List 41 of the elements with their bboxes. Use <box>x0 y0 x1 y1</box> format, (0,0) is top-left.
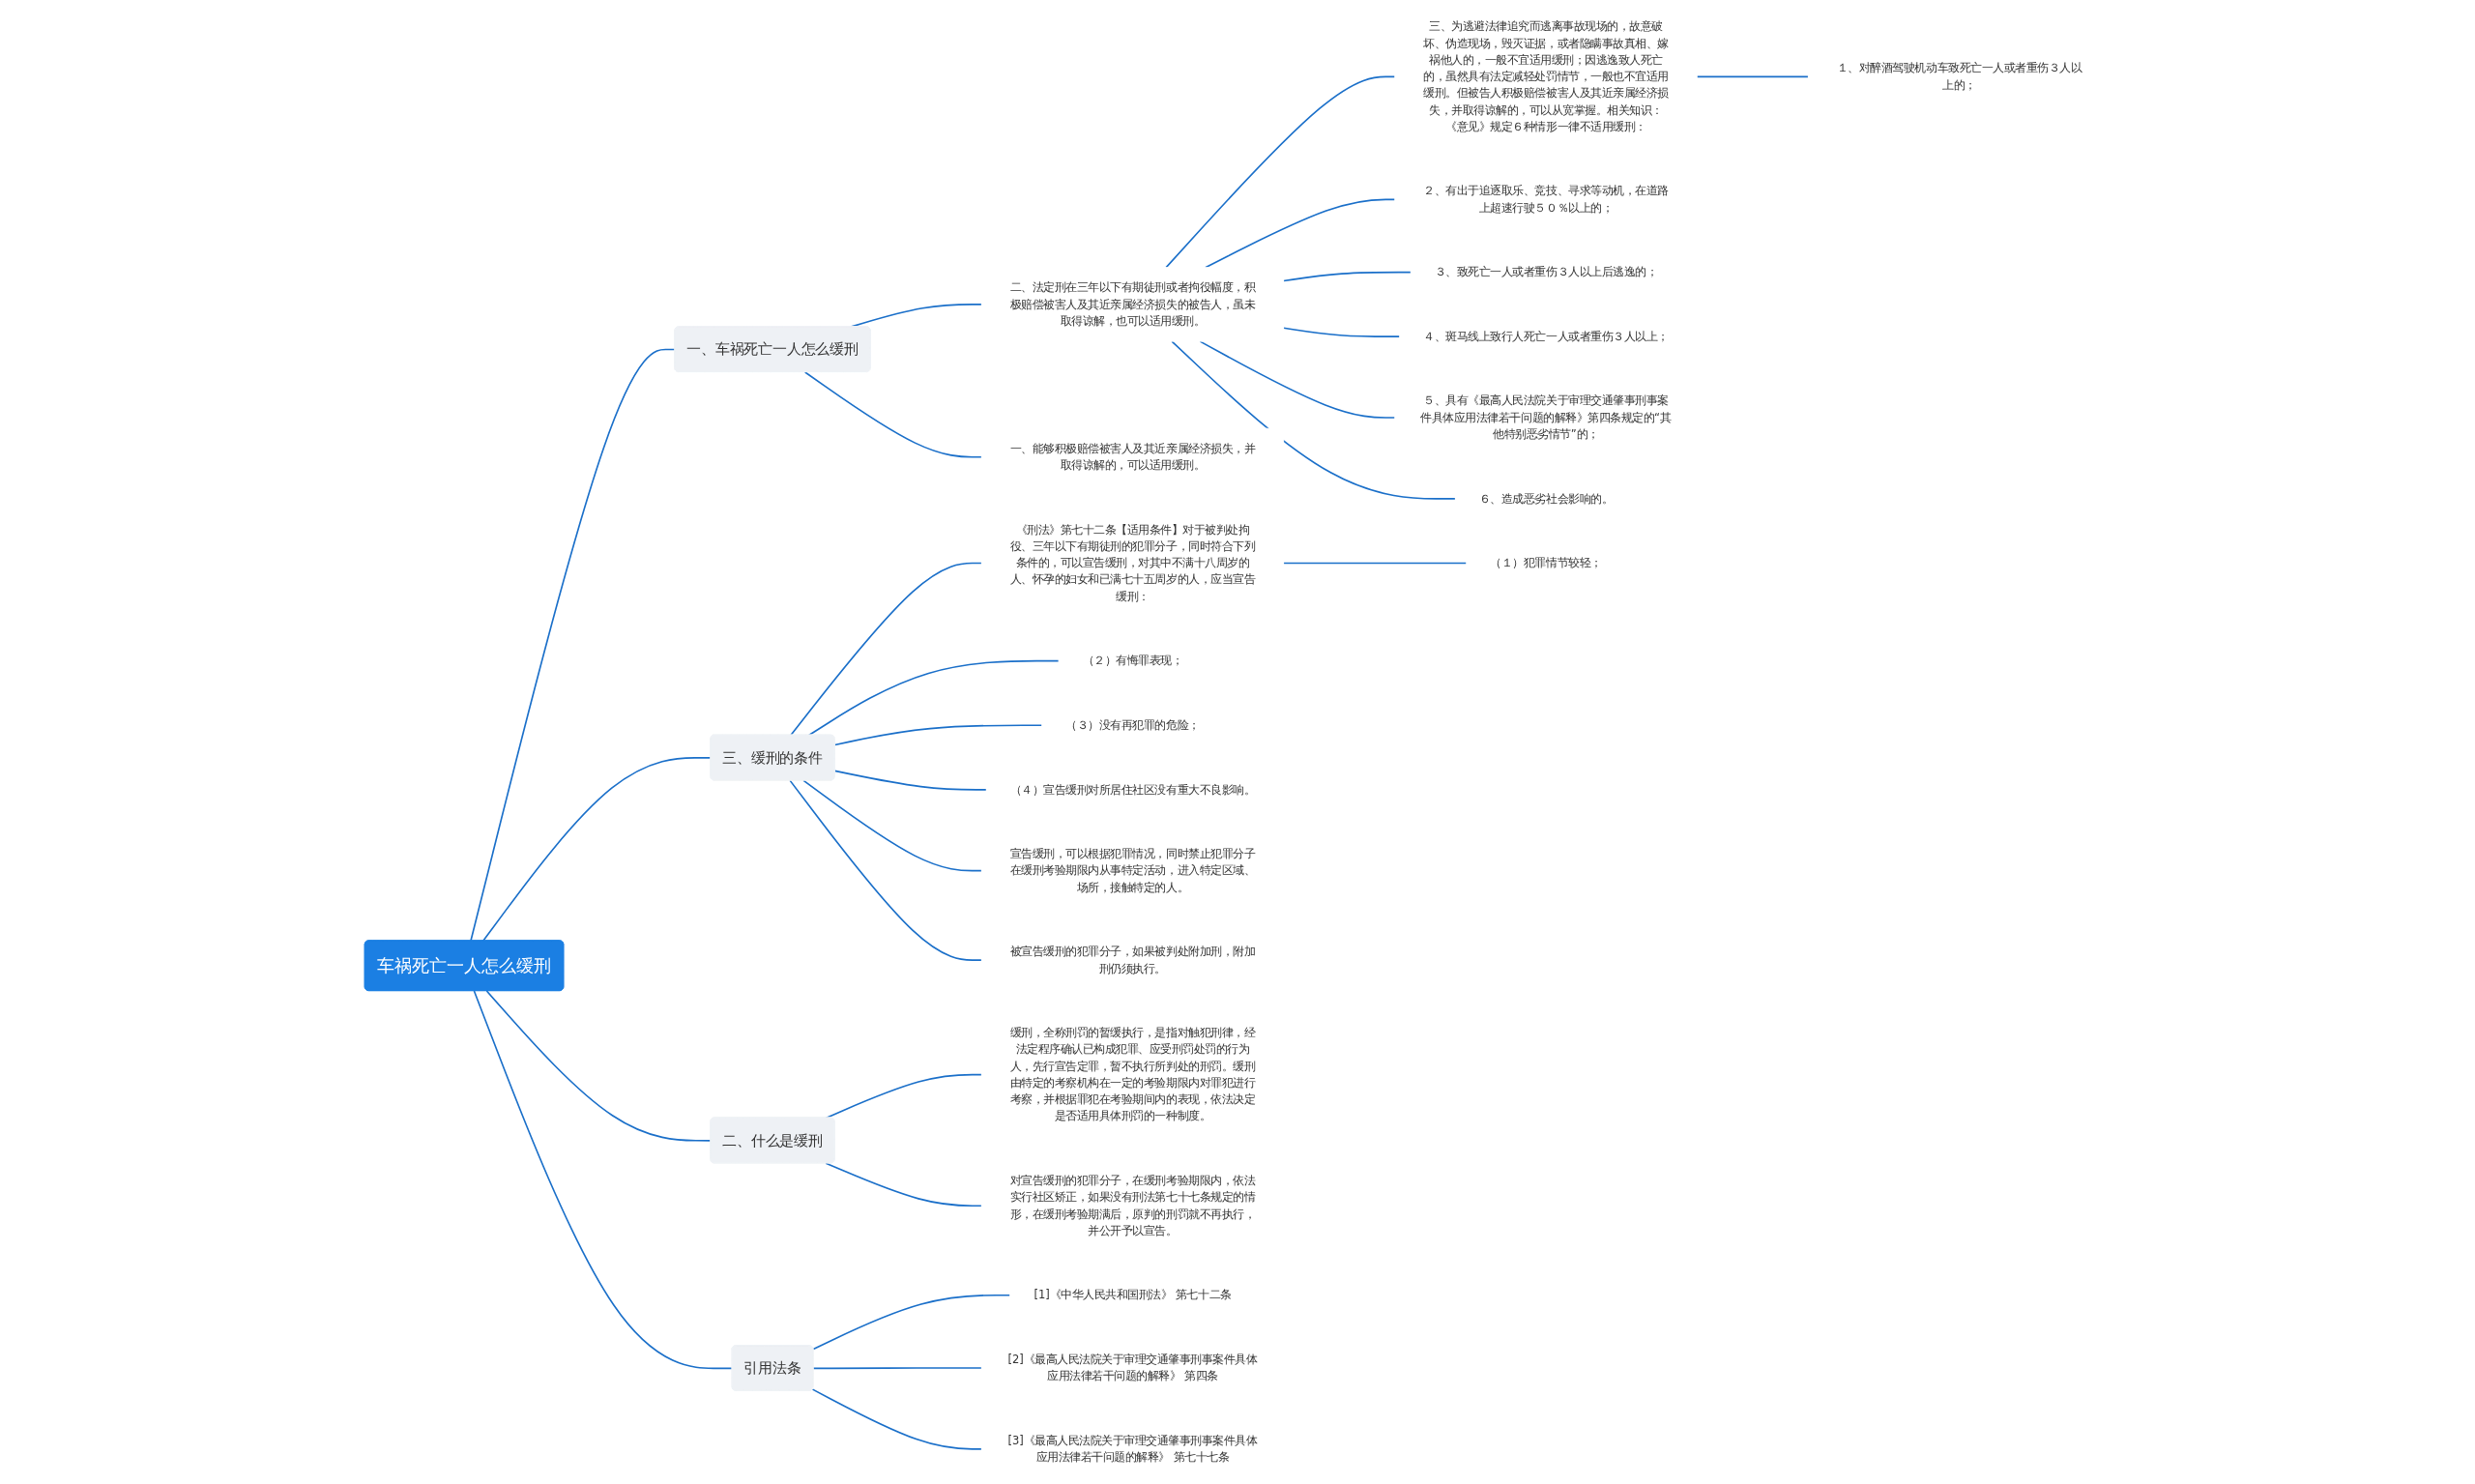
node-text: １、对醉酒驾驶机动车致死亡一人或者重伤３人以上的； <box>1836 61 2082 92</box>
connector <box>1282 562 1468 565</box>
node-text: [2]《最高人民法院关于审理交通肇事刑事案件具体应用法律若干问题的解释》 第四条 <box>1007 1353 1258 1382</box>
connector <box>1282 327 1401 337</box>
connector <box>811 1388 983 1450</box>
connector <box>1199 340 1396 419</box>
connector <box>790 562 983 737</box>
node-text: 三、为逃避法律追究而逃离事故现场的，故意破坏、伪造现场，毁灭证据，或者隐瞒事故真相、嫁祸他人的，一般不宜适用缓刑；因逃逸致人死亡的，虽然具有法定减轻处罚情节，一般也不宜适用缓刑。但被告人积极赔偿被害人及其近亲属经济损失，并取得谅解的，可以从宽掌握。相关知识：《意见》规定６种情形一律不适用缓刑： <box>1423 19 1669 133</box>
node-text: 缓刑，全称刑罚的暂缓执行，是指对触犯刑律，经法定程序确认已构成犯罪、应受刑罚处罚的行为人，先行宣告定罪，暂不执行所判处的刑罚。缓刑由特定的考察机构在一定的考验期限内对罪犯进行考察，并根据罪犯在考验期间内的表现，依法决定是否适用具体刑罚的一种制度。 <box>1009 1026 1256 1122</box>
connector <box>1165 75 1396 269</box>
connector <box>833 724 1043 746</box>
connector <box>803 371 983 458</box>
node-text: （１）犯罪情节较轻； <box>1490 556 1602 569</box>
node-text: ４、斑马线上致行人死亡一人或者重伤３人以上； <box>1423 330 1669 343</box>
connector <box>1282 271 1412 282</box>
connector <box>1204 198 1396 269</box>
node-text: ２、有出于追逐取乐、竞技、寻求等动机，在道路上超速行驶５０％以上的； <box>1423 184 1669 215</box>
node-text: 《刑法》第七十二条【适用条件】对于被判处拘役、三年以下有期徒刑的犯罪分子，同时符合下列条件的，可以宣告缓刑，对其中不满十八周岁的人、怀孕的妇女和已满七十五周岁的人，应当宣告缓刑： <box>1009 522 1256 603</box>
node-text: （３）没有再犯罪的危险； <box>1065 718 1200 732</box>
connector <box>812 1367 983 1370</box>
connector <box>833 770 987 791</box>
connector <box>1171 340 1457 500</box>
connector <box>807 659 1060 737</box>
node-text: ６、造成恶劣社会影响的。 <box>1478 491 1614 506</box>
node-text: 对宣告缓刑的犯罪分子，在缓刑考验期限内，依法实行社区矫正，如果没有刑法第七十七条规定的情形，在缓刑考验期满后，原判的刑罚就不再执行，并公开予以宣告。 <box>1009 1174 1256 1237</box>
node-text: ５、具有《最高人民法院关于审理交通肇事刑事案件具体应用法律若干问题的解释》第四条规定的“其他特别恶劣情节”的； <box>1420 393 1672 441</box>
connector <box>789 779 983 961</box>
connector <box>473 990 734 1370</box>
node-text: （２）有悔罪表现； <box>1082 654 1183 667</box>
node-text: 一、能够积极赔偿被害人及其近亲属经济损失，并取得谅解的，可以适用缓刑。 <box>1009 442 1256 472</box>
node-text: 被宣告缓刑的犯罪分子，如果被判处附加刑，附加刑仍须执行。 <box>1009 945 1256 975</box>
node-text: 宣告缓刑，可以根据犯罪情况，同时禁止犯罪分子在缓刑考验期限内从事特定活动，进入特定区域、场所，接触特定的人。 <box>1009 847 1256 894</box>
node-text: [1]《中华人民共和国刑法》 第七十二条 <box>1034 1288 1232 1301</box>
connector <box>802 779 983 872</box>
connector <box>825 1162 983 1208</box>
node-text: ３、致死亡一人或者重伤３人以上后逃逸的； <box>1434 265 1658 278</box>
connector <box>812 1294 1011 1351</box>
node-text: [3]《最高人民法院关于审理交通肇事刑事案件具体应用法律若干问题的解释》 第七十七条 <box>1007 1434 1258 1464</box>
node-text: 二、法定刑在三年以下有期徒刑或者拘役幅度，积极赔偿被害人及其近亲属经济损失的被告人，虽未取得谅解，也可以适用缓刑。 <box>1009 280 1256 328</box>
node-text: （４）宣告缓刑对所居住社区没有重大不良影响。 <box>1009 782 1256 796</box>
connector <box>1696 75 1810 78</box>
